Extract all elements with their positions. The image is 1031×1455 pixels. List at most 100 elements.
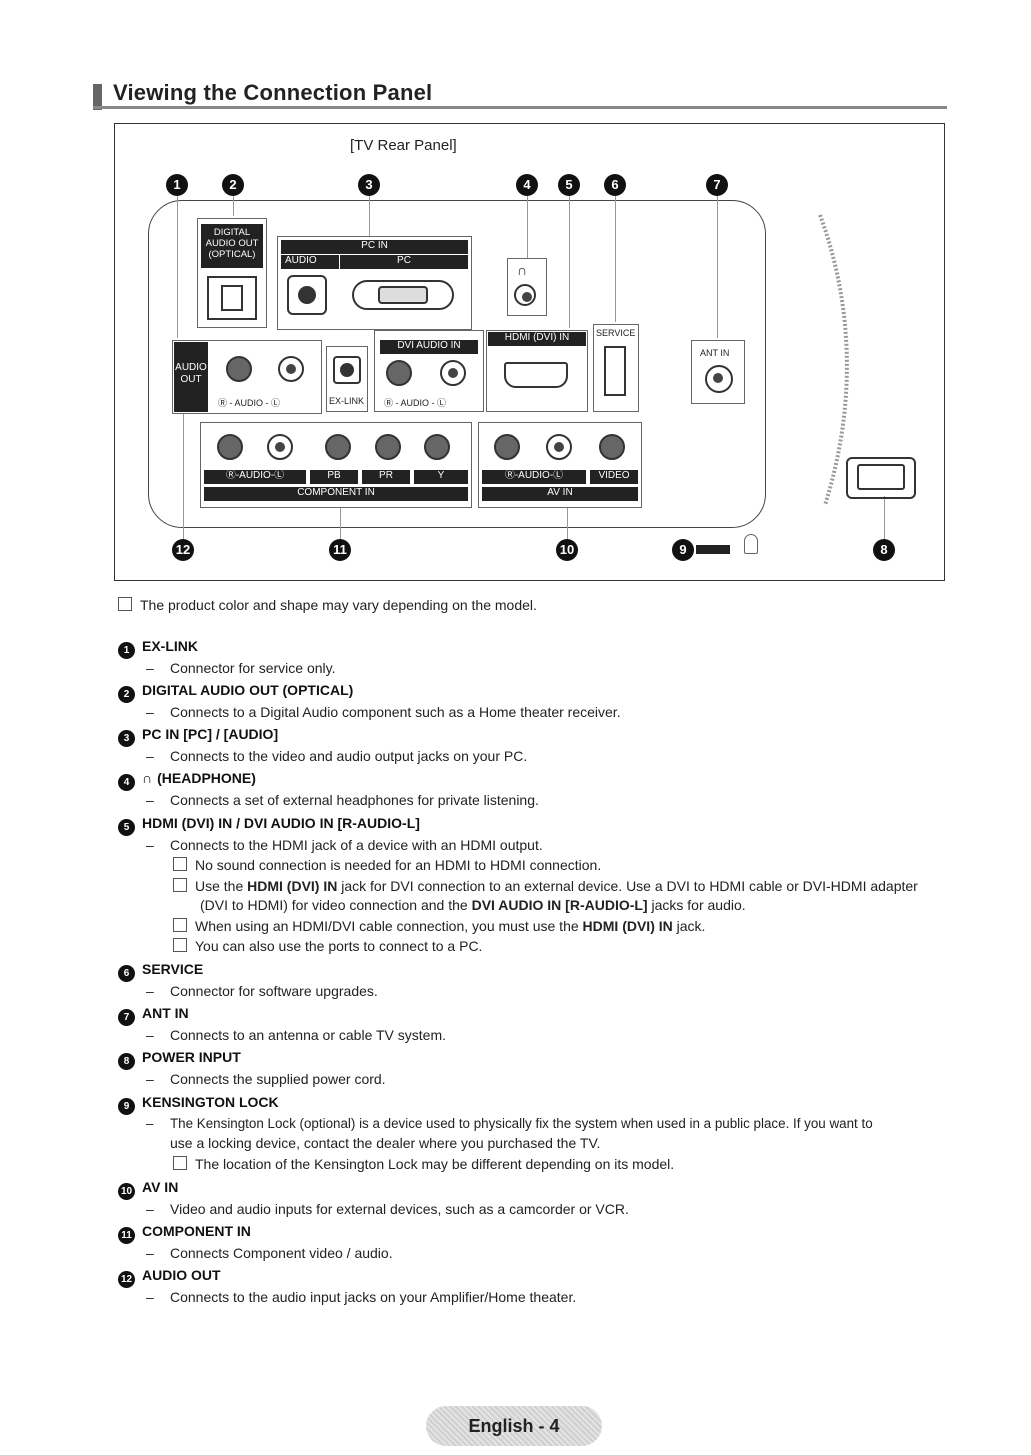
hdmi-socket-icon bbox=[504, 362, 568, 388]
callout-4: 4 bbox=[516, 174, 538, 196]
headphone-icon: ∩ bbox=[517, 262, 528, 278]
lock-icon bbox=[744, 534, 758, 554]
hdmi-dvi-in-label: HDMI (DVI) IN bbox=[488, 332, 586, 346]
tv-side-curve bbox=[818, 214, 849, 506]
dvi-audio-l-jack bbox=[440, 360, 466, 386]
note-icon bbox=[173, 1156, 187, 1170]
leader-line bbox=[527, 196, 528, 258]
leader-line bbox=[369, 196, 370, 236]
item-5-desc: –Connects to the HDMI jack of a device w… bbox=[146, 837, 543, 853]
dvi-audio-r-jack bbox=[386, 360, 412, 386]
item-9-desc-cont: use a locking device, contact the dealer… bbox=[170, 1135, 601, 1151]
item-4-desc: –Connects a set of external headphones f… bbox=[146, 792, 539, 808]
item-9-note-1: The location of the Kensington Lock may … bbox=[173, 1156, 674, 1172]
component-y-jack bbox=[424, 434, 450, 460]
audio-out-l-jack bbox=[278, 356, 304, 382]
callout-8: 8 bbox=[873, 539, 895, 561]
av-audio-label: Ⓡ-AUDIO-Ⓛ bbox=[482, 470, 586, 484]
component-pr-jack bbox=[375, 434, 401, 460]
callout-12: 12 bbox=[172, 539, 194, 561]
callout-9: 9 bbox=[672, 539, 694, 561]
item-6-desc: –Connector for software upgrades. bbox=[146, 983, 378, 999]
note-top: The product color and shape may vary dep… bbox=[118, 597, 537, 613]
item-12-desc: –Connects to the audio input jacks on yo… bbox=[146, 1289, 577, 1305]
vga-port-icon bbox=[352, 280, 454, 310]
dvi-audio-in-label: DVI AUDIO IN bbox=[380, 340, 478, 354]
tv-rear-outline bbox=[148, 200, 766, 528]
note-icon bbox=[173, 918, 187, 932]
audio-out-label: AUDIO OUT bbox=[174, 342, 208, 412]
leader-line bbox=[183, 412, 184, 539]
callout-7: 7 bbox=[706, 174, 728, 196]
power-input-icon bbox=[846, 457, 916, 499]
callout-1: 1 bbox=[166, 174, 188, 196]
component-audio-l-jack bbox=[267, 434, 293, 460]
panel-label: [TV Rear Panel] bbox=[350, 137, 457, 154]
component-pb-jack bbox=[325, 434, 351, 460]
service-label: SERVICE bbox=[596, 328, 636, 338]
audio-out-rl-label: Ⓡ - AUDIO - Ⓛ bbox=[218, 398, 281, 408]
callout-6: 6 bbox=[604, 174, 626, 196]
pc-in-label: PC IN bbox=[281, 240, 468, 254]
note-icon bbox=[118, 597, 132, 611]
av-in-label: AV IN bbox=[482, 487, 638, 501]
component-pb-label: PB bbox=[310, 470, 358, 484]
digital-audio-out-label: DIGITAL AUDIO OUT (OPTICAL) bbox=[201, 224, 263, 268]
ant-in-socket-icon bbox=[705, 365, 733, 393]
leader-line bbox=[233, 196, 234, 216]
item-2-desc: –Connects to a Digital Audio component s… bbox=[146, 704, 621, 720]
note-icon bbox=[173, 857, 187, 871]
item-5-note-3: When using an HDMI/DVI cable connection,… bbox=[173, 918, 705, 934]
component-audio-label: Ⓡ-AUDIO-Ⓛ bbox=[204, 470, 306, 484]
callout-5: 5 bbox=[558, 174, 580, 196]
item-5-note-2-cont: (DVI to HDMI) for video connection and t… bbox=[200, 897, 746, 913]
ex-link-label: EX-LINK bbox=[329, 396, 365, 406]
leader-line bbox=[615, 196, 616, 322]
component-audio-r-jack bbox=[217, 434, 243, 460]
callout-3: 3 bbox=[358, 174, 380, 196]
optical-jack-icon bbox=[207, 276, 257, 320]
header-bar-decoration bbox=[93, 84, 102, 110]
page-title: Viewing the Connection Panel bbox=[113, 80, 433, 105]
pc-label: PC bbox=[340, 255, 468, 269]
item-3-desc: –Connects to the video and audio output … bbox=[146, 748, 528, 764]
callout-11: 11 bbox=[329, 539, 351, 561]
pc-audio-jack-icon bbox=[287, 275, 327, 315]
item-8-desc: –Connects the supplied power cord. bbox=[146, 1071, 386, 1087]
item-5-note-4: You can also use the ports to connect to… bbox=[173, 938, 482, 954]
note-icon bbox=[173, 938, 187, 952]
headphone-icon: ∩ bbox=[142, 770, 153, 786]
component-pr-label: PR bbox=[362, 470, 410, 484]
av-audio-l-jack bbox=[546, 434, 572, 460]
audio-label: AUDIO bbox=[281, 255, 339, 269]
av-video-label: VIDEO bbox=[590, 470, 638, 484]
ant-in-label: ANT IN bbox=[700, 348, 730, 358]
item-11-desc: –Connects Component video / audio. bbox=[146, 1245, 393, 1261]
headphone-socket-icon bbox=[514, 284, 536, 306]
leader-line bbox=[177, 196, 178, 338]
av-audio-r-jack bbox=[494, 434, 520, 460]
service-port bbox=[593, 324, 639, 412]
dvi-audio-rl-label: Ⓡ - AUDIO - Ⓛ bbox=[384, 398, 447, 408]
item-5-note-1: No sound connection is needed for an HDM… bbox=[173, 857, 601, 873]
leader-line bbox=[340, 508, 341, 539]
leader-line bbox=[884, 496, 885, 539]
service-socket-icon bbox=[604, 346, 626, 396]
component-y-label: Y bbox=[414, 470, 468, 484]
item-9-desc: –The Kensington Lock (optional) is a dev… bbox=[146, 1116, 873, 1131]
page-number-footer: English - 4 bbox=[426, 1406, 602, 1446]
leader-line bbox=[567, 508, 568, 539]
item-5-note-2: Use the HDMI (DVI) IN jack for DVI conne… bbox=[173, 878, 918, 894]
note-icon bbox=[173, 878, 187, 892]
item-4-title: 4∩(HEADPHONE) bbox=[118, 770, 256, 791]
component-in-label: COMPONENT IN bbox=[204, 487, 468, 501]
